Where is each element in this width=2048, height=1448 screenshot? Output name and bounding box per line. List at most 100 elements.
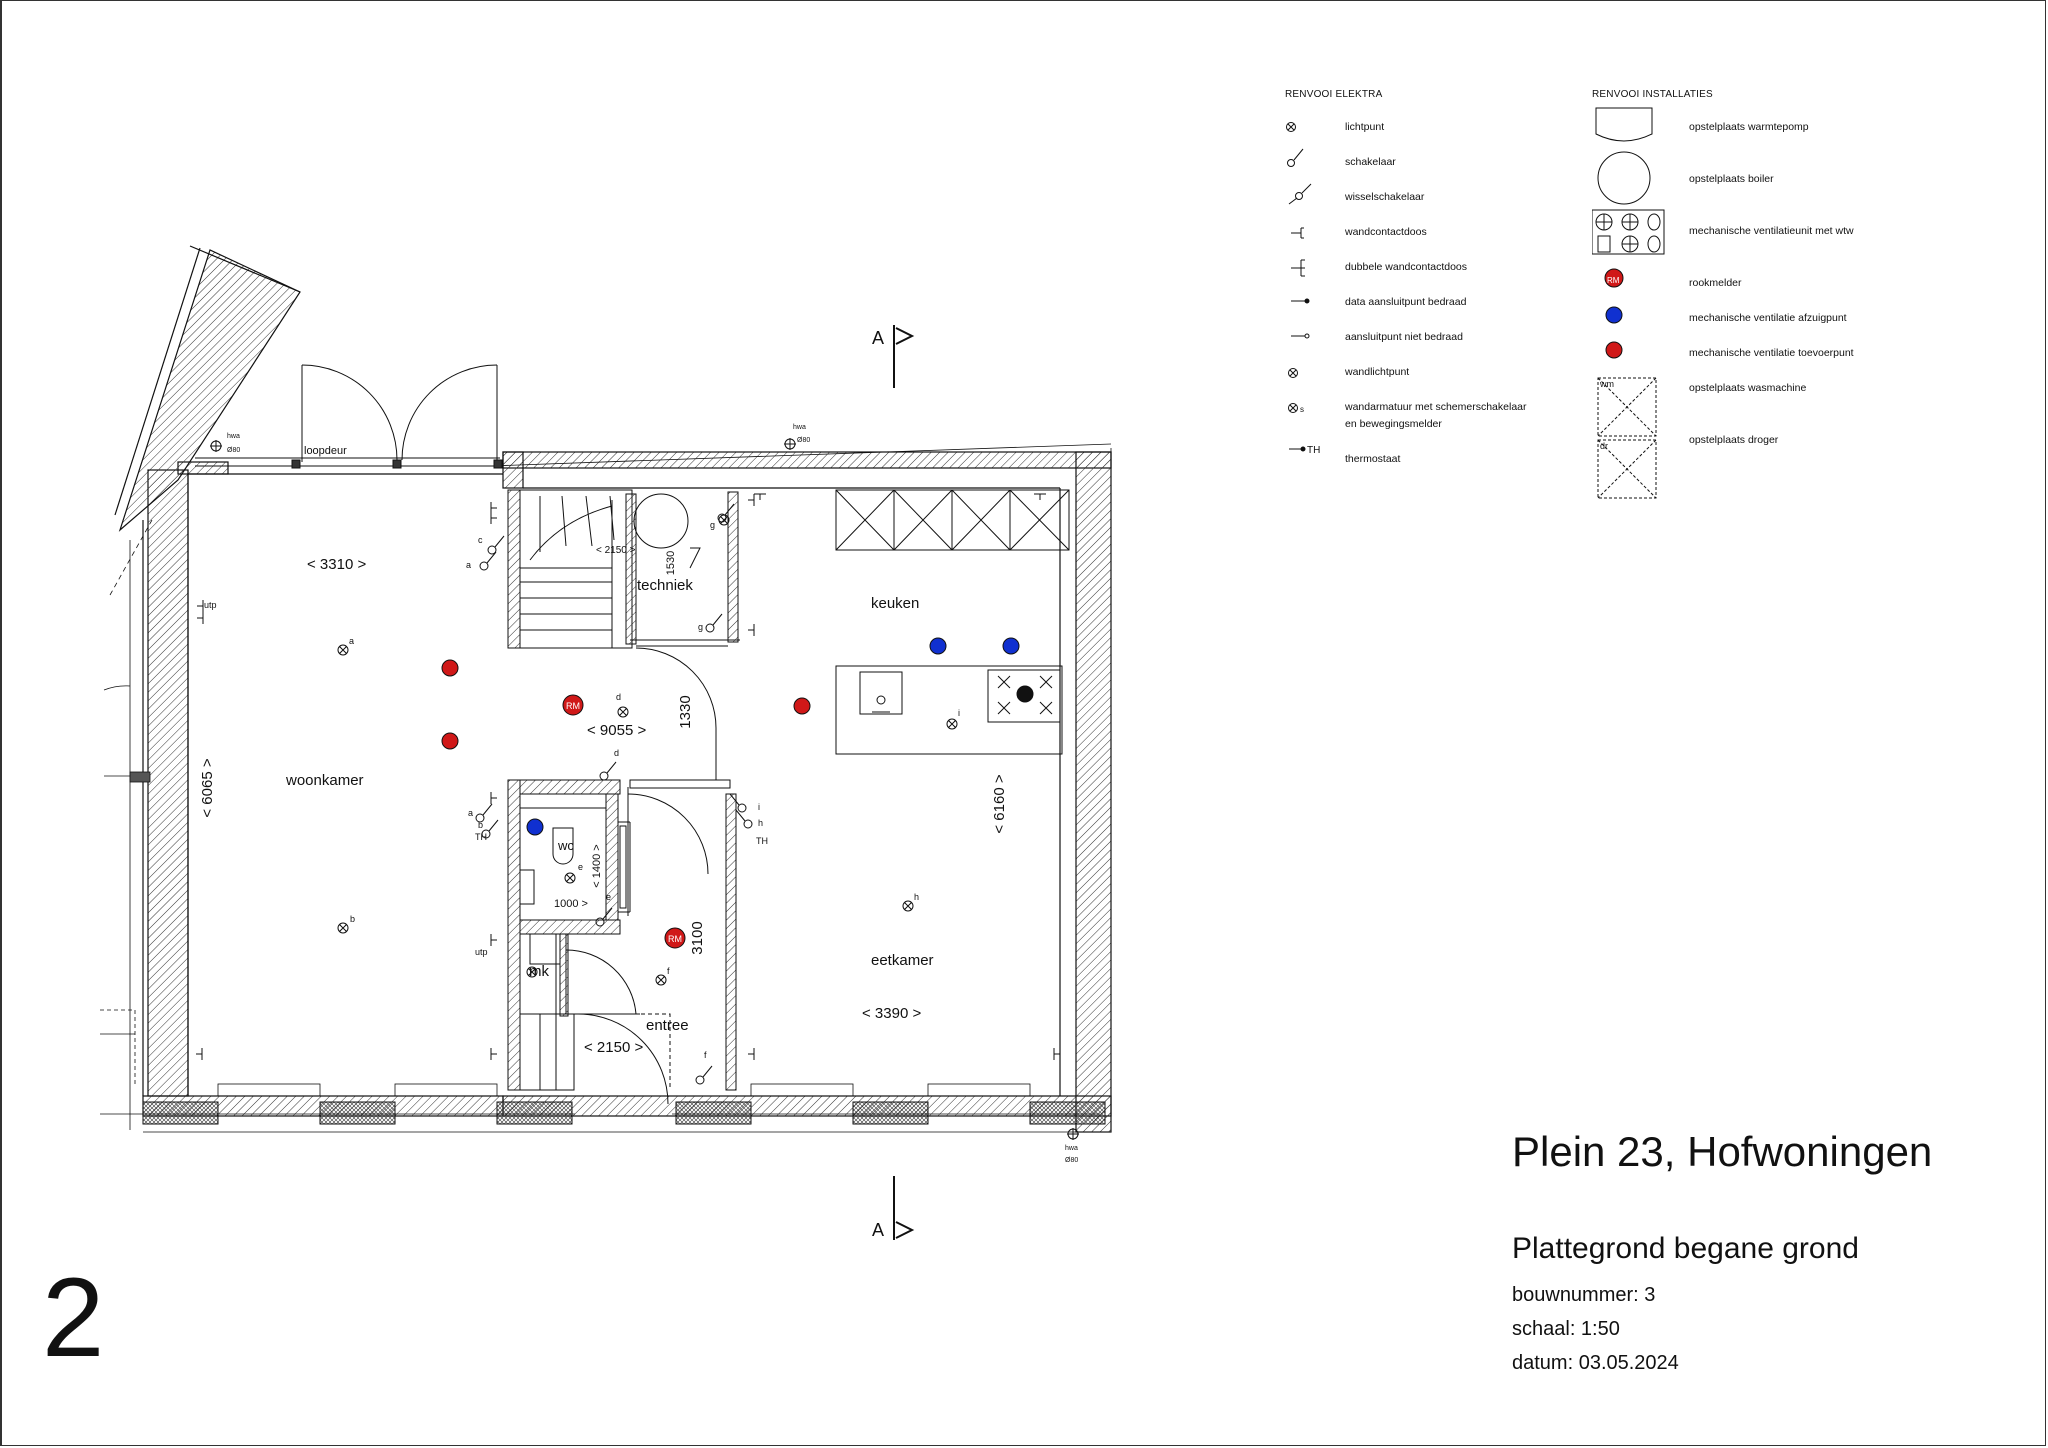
- legend-elektra-label: en bewegingsmelder: [1345, 418, 1442, 430]
- aansluitpunt-niet-bedraad-icon: [1291, 333, 1310, 339]
- svg-text:a: a: [349, 636, 354, 646]
- dimensions: < 3310 > < 9055 > < 3390 > < 2150 > < 21…: [199, 545, 1008, 1056]
- stair: [507, 489, 740, 649]
- legend-installaties-label: opstelplaats wasmachine: [1689, 382, 1807, 394]
- legend-elektra-label: schakelaar: [1345, 156, 1396, 168]
- wandcontactdozen: [196, 493, 1060, 1060]
- afzuigpunt-icon: [1605, 306, 1623, 324]
- svg-text:c: c: [478, 535, 483, 545]
- dim-1400: < 1400 >: [591, 844, 603, 887]
- wisselschakelaar-icon: [1288, 183, 1312, 205]
- svg-text:b: b: [478, 820, 483, 830]
- wc-block: [507, 779, 640, 1091]
- outer-walls: [109, 245, 1112, 1133]
- dim-2150-stair: < 2150 >: [596, 545, 636, 556]
- legend-elektra-label: wisselschakelaar: [1345, 191, 1425, 203]
- svg-text:RM: RM: [566, 701, 580, 711]
- legend-elektra-label: aansluitpunt niet bedraad: [1345, 331, 1463, 343]
- svg-text:e: e: [578, 862, 583, 872]
- legend-elektra-label: dubbele wandcontactdoos: [1345, 261, 1468, 273]
- svg-text:s: s: [1300, 405, 1304, 414]
- room-entree: entree: [646, 1017, 689, 1034]
- datum: datum: 03.05.2024: [1512, 1352, 1679, 1374]
- svg-text:a: a: [466, 560, 471, 570]
- project-title: Plein 23, Hofwoningen: [1512, 1128, 1933, 1175]
- wasmachine-icon: [1597, 377, 1657, 437]
- legend-installaties-label: mechanische ventilatie toevoerpunt: [1689, 347, 1854, 359]
- wandarmatuur-icon: s: [1288, 403, 1304, 414]
- svg-text:h: h: [758, 818, 763, 828]
- legend-installaties-title: RENVOOI INSTALLATIES: [1592, 89, 1713, 100]
- svg-text:TH: TH: [475, 832, 487, 842]
- svg-text:i: i: [758, 802, 760, 812]
- svg-text:d: d: [614, 748, 619, 758]
- svg-text:f: f: [667, 966, 670, 976]
- legend-elektra-label: wandarmatuur met schemerschakelaar: [1345, 401, 1527, 413]
- svg-text:hwa: hwa: [793, 424, 806, 431]
- dim-9055: < 9055 >: [587, 722, 646, 739]
- legend-elektra-label: wandlichtpunt: [1345, 366, 1410, 378]
- warmtepomp-icon: [1595, 107, 1653, 142]
- wtw-unit-icon: [1592, 209, 1665, 255]
- drawing-title: Plattegrond begane grond: [1512, 1232, 1859, 1265]
- section-label-top: A: [872, 328, 884, 348]
- schakelaar-icon: [1287, 148, 1304, 167]
- legend-elektra-title: RENVOOI ELEKTRA: [1285, 89, 1383, 100]
- rookmelders: RM RM: [562, 694, 686, 949]
- section-label-bottom: A: [872, 1220, 884, 1240]
- dubbele-wandcontactdoos-icon: [1291, 259, 1305, 277]
- legend-elektra-label: wandcontactdoos: [1345, 226, 1427, 238]
- dim-3390: < 3390 >: [862, 1005, 921, 1022]
- lichtpunten: [337, 514, 958, 986]
- svg-text:hwa: hwa: [227, 433, 240, 440]
- loopdeur-door: [195, 364, 503, 469]
- room-keuken: keuken: [871, 595, 919, 612]
- ventilatie-afzuigpunten: [526, 637, 1020, 836]
- data-bedraad-icon: [1291, 298, 1310, 304]
- svg-text:h: h: [914, 892, 919, 902]
- dim-2150-entree: < 2150 >: [584, 1039, 643, 1056]
- svg-text:Ø80: Ø80: [797, 437, 810, 444]
- svg-text:f: f: [704, 1050, 707, 1060]
- dim-1330: 1330: [677, 695, 694, 728]
- dim-1000: 1000 >: [554, 898, 588, 910]
- room-mk: mk: [529, 963, 549, 980]
- dim-1530: 1530: [665, 551, 677, 575]
- room-wc: wc: [557, 838, 574, 853]
- svg-text:d: d: [616, 692, 621, 702]
- legend-installaties-label: opstelplaats warmtepomp: [1689, 121, 1809, 133]
- legend-installaties-icons: [1592, 107, 1665, 499]
- entree-walls: [577, 647, 737, 1105]
- ventilatie-toevoerpunten: [441, 659, 811, 750]
- bouwnummer: bouwnummer: 3: [1512, 1284, 1656, 1306]
- toevoerpunt-icon: [1605, 341, 1623, 359]
- room-techniek: techniek: [637, 577, 693, 594]
- legend-elektra-icons: s: [1286, 122, 1312, 452]
- wandlichtpunt-icon: [1288, 368, 1298, 378]
- section-marker-top: [893, 325, 915, 388]
- svg-text:TH: TH: [756, 836, 768, 846]
- svg-text:g: g: [698, 622, 703, 632]
- svg-text:a: a: [468, 808, 473, 818]
- legend-installaties-label: rookmelder: [1689, 277, 1742, 289]
- svg-text:Ø80: Ø80: [1065, 1157, 1078, 1164]
- legend-installaties-label: mechanische ventilatie afzuigpunt: [1689, 312, 1847, 324]
- room-labels: woonkamer keuken techniek eetkamer entre…: [285, 577, 934, 1034]
- room-eetkamer: eetkamer: [871, 952, 934, 969]
- svg-text:utp: utp: [204, 600, 217, 610]
- dim-3310: < 3310 >: [307, 556, 366, 573]
- keuken-units: [835, 489, 1070, 755]
- legend-installaties-label: opstelplaats droger: [1689, 434, 1779, 446]
- rookmelder-icon: [1604, 268, 1624, 288]
- lichtpunt-icon: [1286, 122, 1296, 132]
- legend-elektra-label: lichtpunt: [1345, 121, 1385, 133]
- window-frames: [142, 1101, 1106, 1125]
- legend-installaties-label: opstelplaats boiler: [1689, 173, 1774, 185]
- legend-installaties-label: mechanische ventilatieunit met wtw: [1689, 225, 1854, 237]
- schakelaars: [475, 503, 753, 1085]
- svg-text:e: e: [606, 892, 611, 902]
- thermostaat-icon: [1289, 446, 1306, 452]
- svg-text:g: g: [710, 520, 715, 530]
